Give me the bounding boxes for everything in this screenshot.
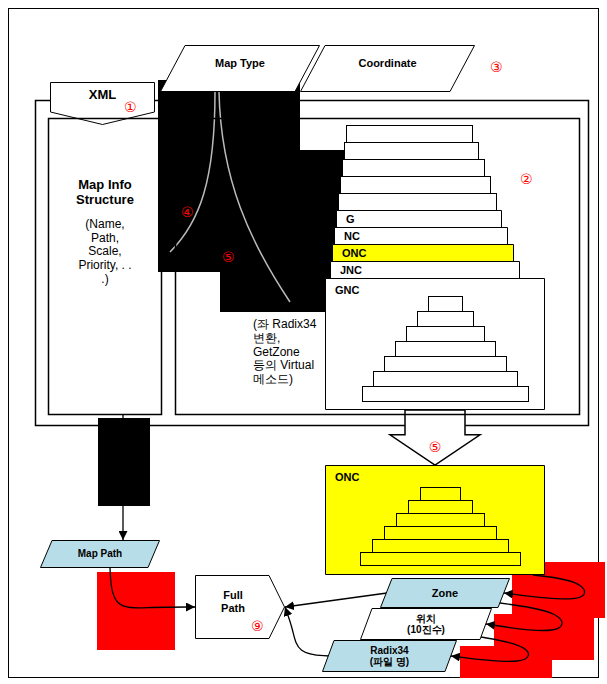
node-text: Full Path [221, 589, 245, 614]
module-frame [36, 101, 589, 426]
node-text: XML [89, 88, 116, 103]
node-text: 위치 [416, 613, 436, 625]
onc-result-box-border [326, 466, 545, 575]
node-text: Map Path [78, 548, 122, 560]
callout-number: ④ [181, 205, 194, 219]
faint-arrow [170, 92, 215, 252]
callout-number: ② [520, 172, 533, 186]
node-text: Map Type [215, 57, 265, 70]
map-info-panel: Map Info Structure (Name, Path, Scale, Pr… [48, 118, 162, 415]
callout-number: ⑨ [251, 619, 264, 633]
map-info-panel-border [49, 119, 162, 415]
callout-label: ③ [490, 60, 503, 74]
node-text: Radix34 [370, 645, 408, 657]
outer-frame [9, 9, 599, 678]
callout-label: ② [520, 172, 533, 186]
redaction-block [98, 418, 150, 506]
node-text: NC [344, 230, 360, 243]
map-class-panel-border [176, 119, 580, 415]
callout-number: ③ [490, 60, 503, 74]
flow-arrow [285, 607, 329, 656]
node-text: Coordinate [358, 57, 416, 70]
pyramid-layer [385, 527, 497, 540]
pyramid-layer [421, 488, 461, 501]
radix-file-box-border [323, 641, 457, 672]
pyramid-layer [418, 312, 474, 327]
zone-box-border [381, 579, 510, 608]
node-text: ONC [335, 471, 359, 484]
node-text: (좌 Radix34 변환, GetZone 등의 Virtual 메소드) [253, 318, 321, 387]
callout-label: ① [124, 100, 137, 114]
gnc-layer-box-border [326, 279, 545, 410]
gnc-layer-box: GNC [325, 278, 545, 410]
pyramid-layer [374, 372, 518, 387]
pyramid-layer [385, 357, 507, 372]
flow-arrow [110, 568, 195, 608]
coordinate-input: Coordinate [300, 45, 475, 92]
callout-number: ⑤ [428, 440, 443, 454]
node-text: JNC [340, 264, 362, 277]
gnc-layer-box-outline [325, 278, 545, 410]
node-text: (파일 명) [370, 656, 409, 668]
node-text: Map Info Structure [54, 178, 156, 208]
map-path-box-border [41, 541, 160, 568]
pyramid-layer [361, 553, 521, 566]
flow-arrow [451, 637, 528, 661]
position-box: 위치(10진수) [360, 608, 492, 640]
node-text: ONC [342, 247, 366, 260]
map-type-input-border [161, 46, 320, 92]
flow-arrow [285, 593, 387, 607]
node-text: Zone [432, 587, 458, 600]
callout-label: ⑨ [251, 619, 264, 633]
node-text: GNC [335, 284, 359, 297]
map-type-input: Map Type [160, 45, 320, 92]
faint-arrow [219, 92, 290, 302]
pyramid-layer [429, 297, 463, 312]
pyramid-layer [373, 540, 509, 553]
position-box-border [361, 609, 492, 640]
pyramid-layer [363, 387, 529, 402]
full-path-box-border [196, 576, 285, 639]
radix-file-box: Radix34(파일 명) [322, 640, 457, 672]
pyramid-layer [409, 501, 473, 514]
full-path-box: Full Path [195, 575, 285, 639]
callout-number: ① [124, 100, 137, 114]
block-arrow [390, 410, 480, 465]
edge-label: ⑤ [428, 440, 443, 454]
node-text: (Name, Path, Scale, Priority, . . .) [76, 218, 134, 287]
callout-number: ⑤ [222, 250, 235, 264]
pyramid-layer [396, 342, 496, 357]
pyramid-layer [397, 514, 485, 527]
map-path-box: Map Path [40, 540, 160, 568]
highlight-block [97, 572, 175, 650]
coordinate-input-border [301, 46, 475, 92]
flow-arrow [504, 575, 585, 599]
node-text: G [346, 213, 355, 226]
map-class-panel: (좌 Radix34 변환, GetZone 등의 Virtual 메소드) GN… [175, 118, 580, 415]
zone-box: Zone [380, 578, 510, 608]
callout-label: ⑤ [222, 250, 235, 264]
node-text: (10진수) [407, 624, 445, 636]
flow-arrow [122, 415, 123, 540]
pyramid-layer [407, 327, 485, 342]
callout-label: ④ [181, 205, 194, 219]
onc-result-box: ONC [325, 465, 545, 575]
